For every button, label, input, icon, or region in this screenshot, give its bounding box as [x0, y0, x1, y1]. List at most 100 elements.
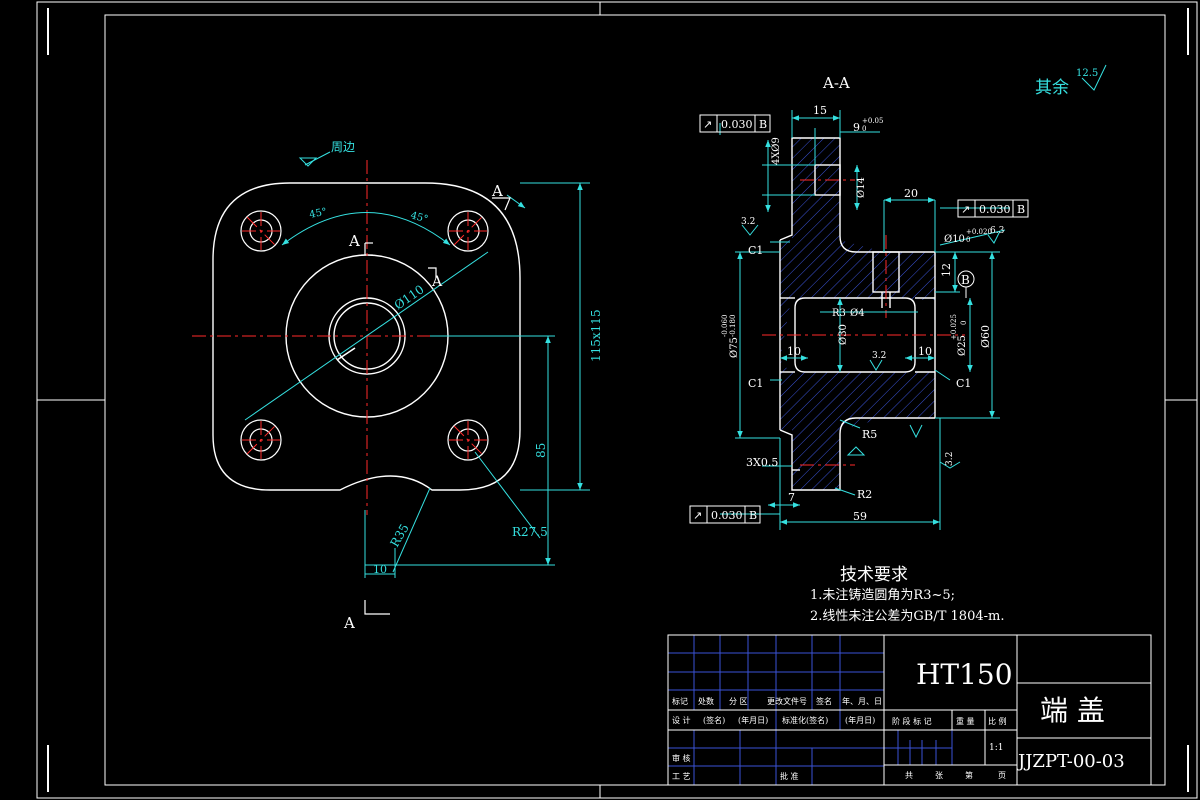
title-block: HT150 端 盖 JJZPT-00-03 1:1 标记 处数 分 区 更改文件…	[667, 634, 1152, 786]
rev-header-count: 处数	[698, 696, 714, 706]
sheet-frame	[36, 1, 1198, 799]
dim-9-tol-upper: +0.05	[862, 117, 883, 125]
chamfer-c1-top: C1	[748, 244, 763, 257]
gdt-tolerance-3: 0.030	[711, 509, 743, 522]
flange-callout: 周边	[331, 140, 355, 154]
roughness-6-3: 6.3	[990, 226, 1005, 236]
dim-width-10: 10	[373, 563, 387, 576]
dim-dia30: Ø30	[838, 324, 849, 345]
stage-mark-header: 阶 段 标 记	[892, 716, 932, 726]
sheet-page-unit: 页	[998, 771, 1006, 780]
angle-right-label: 45°	[409, 210, 429, 225]
dim-dia75: Ø75	[729, 337, 740, 358]
front-dimensions	[244, 151, 590, 578]
gdt-frame-top: ↗ 0.030 B	[699, 114, 771, 133]
roughness-3-2-top: 3.2	[741, 217, 755, 227]
scale-header: 比 例	[988, 716, 1007, 726]
dim-10-dia: Ø10	[944, 234, 965, 245]
datum-b-marker: B	[957, 270, 975, 298]
gdt-symbol-1: ↗	[703, 118, 712, 131]
dim-r2: R2	[857, 488, 872, 501]
dim-r27-5: R27.5	[512, 525, 548, 539]
tech-requirement-1: 1.未注铸造圆角为R3~5;	[810, 587, 955, 603]
section-mark-a-center: A	[431, 274, 443, 290]
sheet-total-label: 共	[905, 771, 913, 780]
gdt-frame-right: ↗ 0.030 B	[957, 199, 1029, 218]
gdt-frame-bottom: ↗ 0.030 B	[689, 505, 761, 524]
dim-10-tol-upper: +0.020	[966, 228, 992, 236]
dim-10-tol-lower: 0	[966, 236, 970, 244]
rev-header-docno: 更改文件号	[767, 696, 807, 706]
dim-12: 12	[940, 263, 953, 277]
section-mark-a-bottom: A	[343, 614, 355, 632]
sheet-index-label: 第	[965, 770, 973, 780]
section-markers	[364, 197, 511, 615]
part-name: 端 盖	[1040, 694, 1105, 727]
dim-59: 59	[853, 510, 867, 523]
dim-7: 7	[788, 491, 795, 504]
section-hatch	[780, 138, 935, 490]
dim-r35: R35	[387, 521, 411, 549]
datum-b-label: B	[961, 273, 970, 287]
dim-dia75-tol-lower: -0.180	[729, 315, 737, 337]
front-centerlines	[192, 160, 545, 515]
chamfer-c1-left: C1	[748, 377, 763, 390]
dim-dia75-tol-upper: -0.060	[721, 315, 729, 337]
section-title: A-A	[822, 74, 850, 92]
dim-85: 85	[534, 443, 548, 458]
roughness-3-2-mid: 3.2	[872, 351, 886, 361]
design-date: (年月日)	[738, 715, 768, 725]
process-label: 工 艺	[672, 772, 691, 781]
front-view: 周边 45° 45° Ø110 115x115 85 R27.5 R35 10	[192, 140, 603, 615]
chamfer-c1-right: C1	[956, 377, 971, 390]
gdt-datum-2: B	[1017, 203, 1025, 216]
dim-dia25: Ø25	[957, 335, 968, 356]
scale-value: 1:1	[989, 743, 1003, 753]
section-dimensions	[719, 64, 1107, 530]
dim-dia60: Ø60	[979, 325, 992, 348]
dim-4x09: 4XØ9	[771, 137, 782, 165]
dim-14: Ø14	[856, 177, 867, 198]
rev-header-mark: 标记	[672, 696, 688, 706]
weight-header: 重 量	[956, 716, 975, 726]
dim-15: 15	[813, 104, 827, 117]
standardization-date: (年月日)	[845, 715, 875, 725]
dim-10-left: 10	[787, 345, 801, 358]
dim-diameter-110: Ø110	[392, 282, 427, 312]
front-section-cutline	[336, 347, 356, 361]
dim-dia4: Ø4	[850, 308, 865, 319]
roughness-3-2-bot: 3.2	[945, 452, 955, 466]
drawing-number: JJZPT-00-03	[1016, 751, 1125, 772]
approve-label: 批 准	[780, 771, 799, 781]
rev-header-zone: 分 区	[729, 697, 748, 706]
section-centerlines	[762, 179, 965, 466]
gdt-tolerance-2: 0.030	[979, 203, 1011, 216]
dim-r3: R3	[832, 308, 846, 319]
sheet-count-unit: 张	[935, 771, 943, 780]
roughness-rest-value: 12.5	[1076, 68, 1098, 79]
dim-20: 20	[904, 187, 918, 200]
dim-10-right: 10	[918, 345, 932, 358]
section-view: ↗ 0.030 B ↗ 0.030 B ↗ 0.030 B B 其余	[689, 64, 1107, 530]
roughness-rest-label: 其余	[1035, 78, 1069, 98]
title-block-grid-white	[667, 634, 1152, 786]
dim-dia25-tol-upper: +0.025	[950, 314, 958, 340]
gdt-tolerance-1: 0.030	[721, 118, 753, 131]
dim-r5: R5	[862, 428, 877, 441]
tech-requirements-title: 技术要求	[840, 565, 908, 585]
angle-left-label: 45°	[308, 206, 328, 220]
design-label: 设 计	[672, 715, 691, 725]
rev-header-sign: 签名	[816, 696, 832, 706]
dim-9-tol-lower: 0	[862, 125, 866, 133]
rev-header-date: 年、月、日	[842, 696, 882, 706]
gdt-datum-3: B	[749, 509, 757, 522]
section-mark-a-top: A	[348, 232, 360, 250]
material-label: HT150	[916, 658, 1013, 691]
gdt-symbol-3: ↗	[693, 509, 702, 522]
standardization-sign: 标准化(签名)	[782, 715, 828, 725]
dim-dia25-tol-lower: 0	[960, 321, 968, 325]
gdt-datum-1: B	[759, 118, 767, 131]
tech-requirements: 技术要求 1.未注铸造圆角为R3~5; 2.线性未注公差为GB/T 1804-m…	[810, 565, 1004, 624]
gdt-symbol-2: ↗	[961, 203, 970, 216]
